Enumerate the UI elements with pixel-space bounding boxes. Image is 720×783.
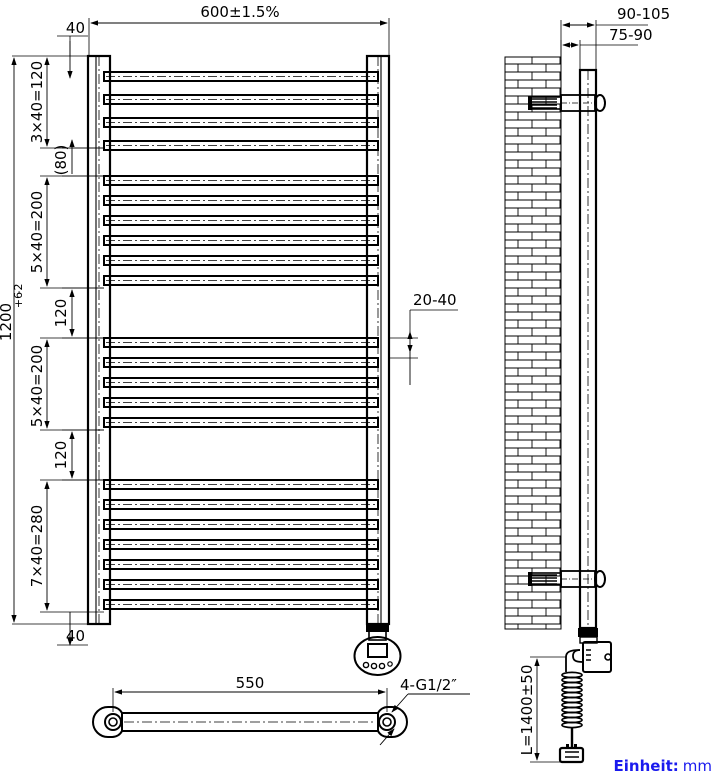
dim-label-rail-top-offset: 40 — [66, 19, 85, 37]
rung — [103, 215, 379, 226]
connection-port — [104, 713, 122, 731]
dim-label-gap-second: 120 — [52, 299, 70, 328]
rung — [103, 275, 379, 286]
brick-wall — [504, 56, 562, 630]
dim-label-depth-inner: 75-90 — [609, 26, 653, 44]
rung — [103, 71, 379, 82]
horizontal-rungs — [103, 71, 379, 610]
wall-mount-bracket — [528, 570, 606, 588]
control-buttons — [362, 661, 393, 670]
rung — [103, 235, 379, 246]
dim-rail-top-offset: 40 — [57, 19, 88, 79]
rung — [103, 599, 379, 610]
rung — [103, 377, 379, 388]
dim-label-rail-bottom-offset: 40 — [66, 627, 85, 645]
rung — [103, 255, 379, 266]
rung — [103, 559, 379, 570]
rung — [103, 94, 379, 105]
rung — [103, 499, 379, 510]
mains-plug — [558, 744, 585, 764]
dim-label-overall-height: 1200 — [0, 303, 15, 341]
unit-label: Einheit: — [613, 757, 679, 775]
unit-value: mm — [682, 757, 712, 775]
dim-group-second: 5×40=200 — [28, 175, 104, 289]
power-cord-assembly — [558, 628, 612, 764]
dim-group-top: 3×40=120 — [28, 55, 104, 149]
bottom-view-group: 550 4-G1/2″ — [92, 674, 470, 746]
rung — [103, 357, 379, 368]
rung — [103, 479, 379, 490]
dim-label-cable-length: L=1400±50 — [518, 665, 536, 756]
dim-group-third: 5×40=200 — [28, 337, 104, 431]
dim-label-height-tol-plus: +6 — [12, 292, 25, 308]
dim-label-group-bottom: 7×40=280 — [28, 505, 46, 587]
dim-overall-height: 1200 +6 -2 — [0, 55, 88, 625]
callout-thread: 4-G1/2″ — [379, 676, 470, 746]
dim-label-overall-width: 600±1.5% — [200, 3, 279, 21]
dim-label-gap-third: 120 — [52, 441, 70, 470]
rung — [103, 337, 379, 348]
dim-label-group-second: 5×40=200 — [28, 191, 46, 273]
dim-label-group-top: 3×40=120 — [28, 61, 46, 143]
dim-group-bottom: 7×40=280 — [28, 479, 104, 613]
dim-label-group-third: 5×40=200 — [28, 345, 46, 427]
rung — [103, 175, 379, 186]
thermostat-control-head — [353, 623, 402, 676]
coiled-cable — [561, 657, 583, 748]
dim-depth-inner: 75-90 — [560, 26, 653, 70]
rung — [103, 195, 379, 206]
bottom-manifold-bar — [92, 705, 408, 739]
side-rail-profile — [578, 68, 598, 630]
rung — [103, 417, 379, 428]
rung — [103, 519, 379, 530]
front-view-group: 600±1.5% 40 3×40=120 (80) — [0, 3, 458, 676]
rung — [103, 579, 379, 590]
dim-label-depth-outer: 90-105 — [617, 5, 670, 23]
dim-rail-bottom-offset: 40 — [57, 612, 88, 646]
dim-overall-width: 600±1.5% — [88, 3, 390, 56]
rung — [103, 117, 379, 128]
dim-label-height-tol-minus: -2 — [12, 284, 25, 295]
dim-tube-spacing: 20-40 — [389, 291, 458, 385]
wall-mount-bracket — [528, 94, 606, 112]
control-box — [582, 641, 612, 673]
unit-annotation: Einheit:mm — [614, 756, 712, 775]
dim-label-gap-top: (80) — [52, 145, 70, 176]
lcd-display — [367, 643, 388, 658]
rung — [103, 539, 379, 550]
dim-label-thread-callout: 4-G1/2″ — [400, 676, 457, 694]
dim-label-tube-spacing: 20-40 — [413, 291, 457, 309]
side-view-group: 90-105 75-90 — [504, 5, 670, 764]
rung — [103, 140, 379, 151]
dim-cable-length: L=1400±50 — [518, 656, 566, 763]
dim-label-port-distance: 550 — [236, 674, 265, 692]
dim-port-distance: 550 — [112, 674, 388, 712]
rung — [103, 397, 379, 408]
connection-port — [378, 713, 396, 731]
